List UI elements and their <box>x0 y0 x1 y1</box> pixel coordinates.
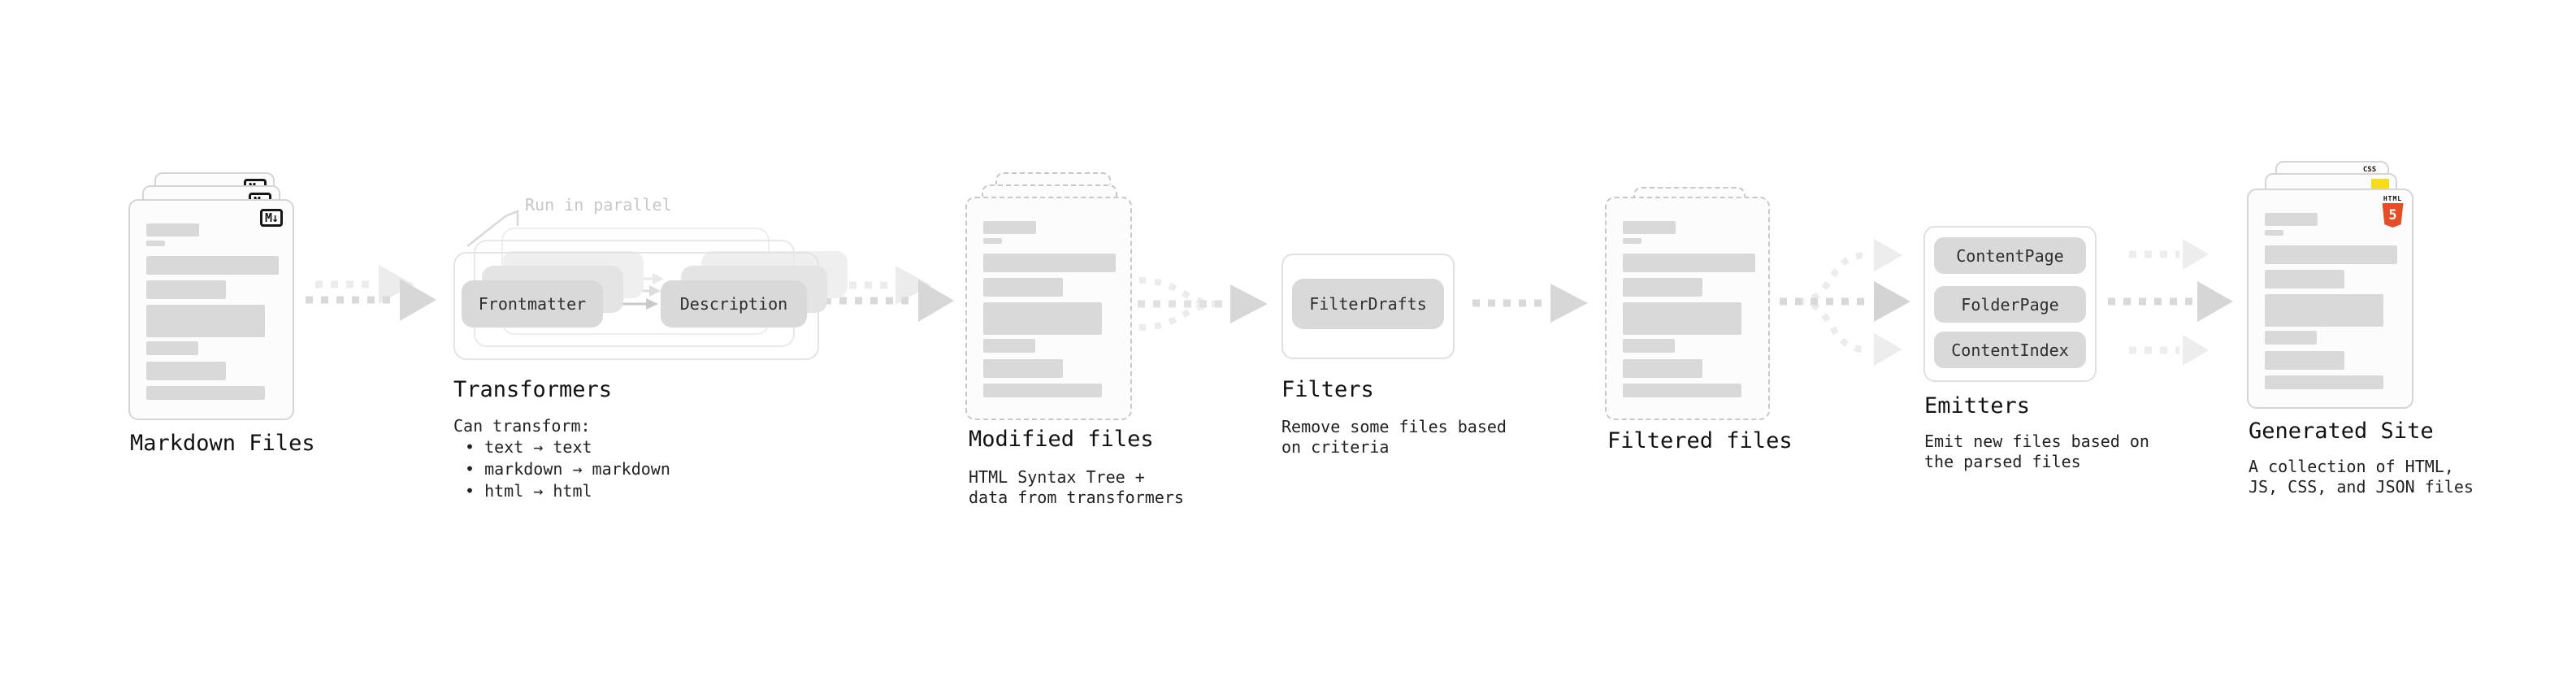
css-icon: CSS <box>2360 167 2379 174</box>
contentindex-pill: ContentIndex <box>1934 332 2086 368</box>
modified-files-caption: HTML Syntax Tree + data from transformer… <box>969 467 1184 508</box>
arrow-filters-to-filtered <box>1472 284 1588 323</box>
caption-line: on criteria <box>1281 437 1390 457</box>
caption-line: Emit new files based on <box>1924 432 2149 451</box>
filtered-file-page-front <box>1605 197 1770 420</box>
css-icon-label: CSS <box>2362 166 2377 174</box>
arrow-filtered-to-emitters <box>1780 239 1910 366</box>
file-content-placeholder <box>1623 221 1755 397</box>
caption-line: data from transformers <box>969 488 1184 507</box>
modified-file-page-front <box>965 197 1132 420</box>
arrow-markdown-to-transformers <box>306 265 436 321</box>
bullet-item: • text → text <box>465 437 592 457</box>
bullet-item: • html → html <box>465 481 592 501</box>
filtered-files-label: Filtered files <box>1607 428 1793 453</box>
emitters-caption: Emit new files based on the parsed files <box>1924 432 2149 472</box>
generated-site-caption: A collection of HTML, JS, CSS, and JSON … <box>2249 457 2474 497</box>
arrow-emitters-to-generated <box>2108 239 2233 366</box>
folderpage-pill: FolderPage <box>1934 286 2086 323</box>
html5-icon-shield: 5 <box>2382 203 2404 228</box>
markdown-icon: M↓ <box>259 209 283 227</box>
markdown-files-label: Markdown Files <box>130 431 315 456</box>
modified-files-label: Modified files <box>969 427 1154 452</box>
html5-icon-label: HTML <box>2383 195 2403 202</box>
frontmatter-pill: Frontmatter <box>462 280 603 327</box>
contentpage-pill: ContentPage <box>1934 237 2086 274</box>
generated-site-label: Generated Site <box>2249 419 2434 444</box>
markdown-file-page-front: M↓ <box>128 199 294 420</box>
description-pill: Description <box>661 280 807 327</box>
transformers-label: Transformers <box>453 377 613 402</box>
file-content-placeholder <box>146 223 279 400</box>
transformers-bullets: • text → text • markdown → markdown • ht… <box>465 436 670 502</box>
js-icon <box>2371 179 2389 189</box>
caption-line: the parsed files <box>1924 452 2081 471</box>
transformer-container-front <box>453 252 819 360</box>
filters-label: Filters <box>1281 377 1374 402</box>
file-content-placeholder <box>983 221 1116 397</box>
file-content-placeholder <box>2265 213 2397 389</box>
generated-html-page-front: HTML 5 <box>2247 189 2413 409</box>
html5-icon: HTML 5 <box>2382 195 2404 228</box>
filterdrafts-pill: FilterDrafts <box>1292 279 1444 329</box>
transformers-caption: Can transform: <box>453 416 591 436</box>
caption-line: A collection of HTML, <box>2249 457 2454 476</box>
arrow-modified-to-filters <box>1138 277 1268 331</box>
filters-caption: Remove some files based on criteria <box>1281 417 1507 458</box>
caption-line: Remove some files based <box>1281 417 1507 436</box>
caption-line: JS, CSS, and JSON files <box>2249 477 2474 497</box>
run-in-parallel-note: Run in parallel <box>525 195 672 215</box>
emitters-label: Emitters <box>1924 393 2031 419</box>
caption-line: HTML Syntax Tree + <box>969 467 1145 487</box>
bullet-item: • markdown → markdown <box>465 459 670 479</box>
